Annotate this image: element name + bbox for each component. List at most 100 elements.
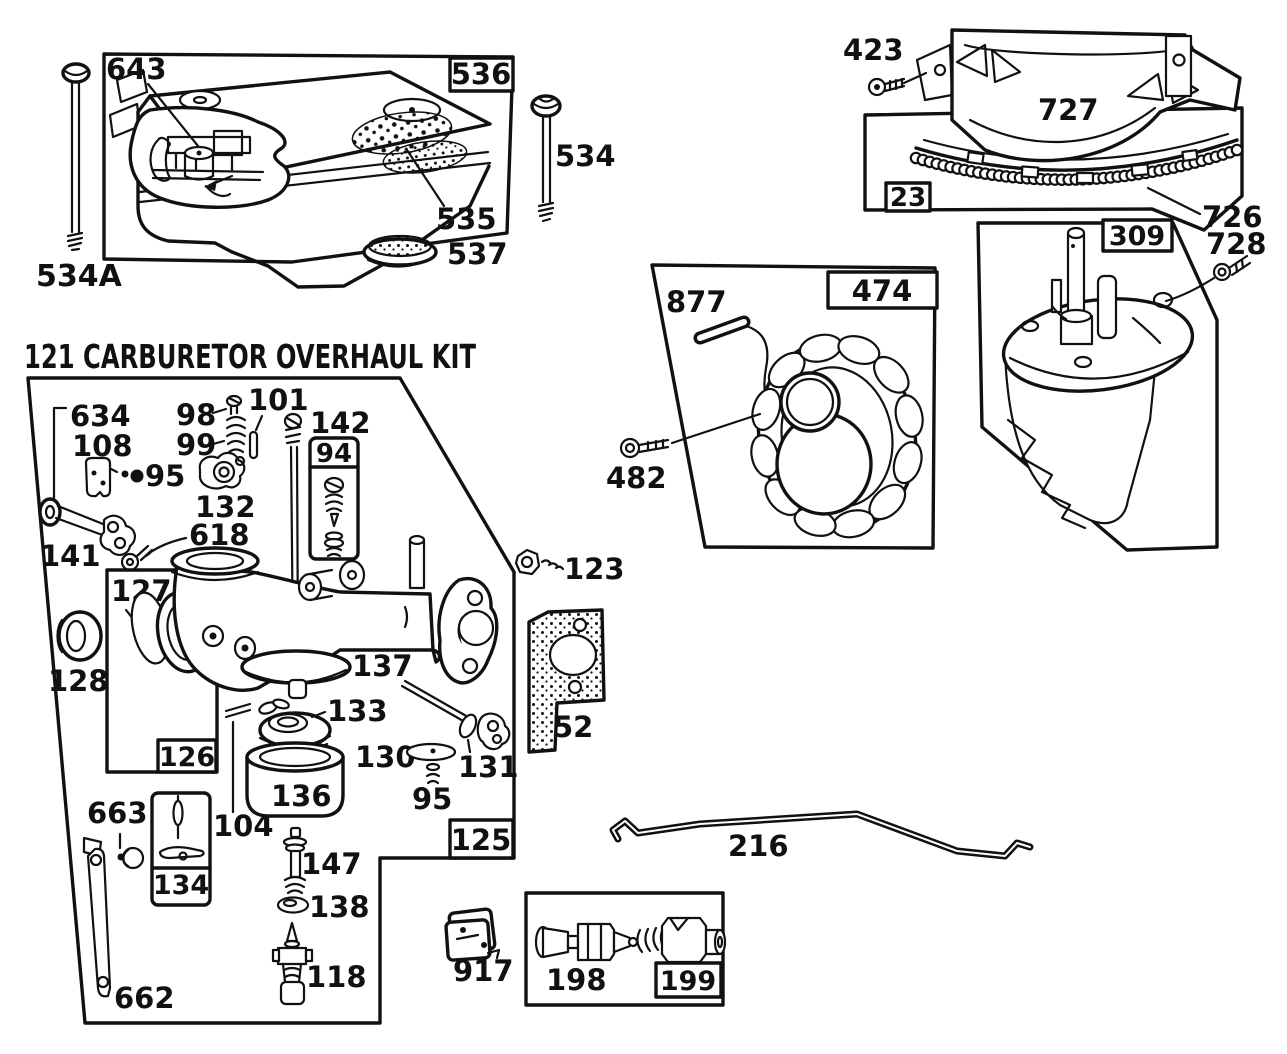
part-label-141: 141: [40, 539, 101, 573]
part-label-95-lower: 95: [412, 782, 452, 816]
part-label-534: 534: [555, 139, 616, 173]
bolt-534a: [61, 62, 91, 252]
part-662-link: [82, 836, 112, 998]
part-label-137: 137: [352, 649, 413, 683]
screw-423: [867, 71, 928, 97]
part-99-spring: [211, 415, 247, 454]
part-label-199: 199: [660, 966, 716, 997]
part-95-ball: [109, 467, 144, 483]
part-216-rod: [609, 810, 1034, 860]
leader-634: [52, 406, 68, 502]
part-618-screw: [120, 536, 188, 572]
part-label-128: 128: [48, 664, 109, 698]
part-131: [400, 679, 511, 754]
carburetor-body: [170, 534, 499, 719]
kit-title: 121 CARBURETOR OVERHAUL KIT: [24, 337, 476, 376]
part-133: [258, 698, 332, 755]
fuel-tank-assembly: 536 643 535 537 534A 534: [36, 52, 616, 294]
carburetor-kit: 121 CARBURETOR OVERHAUL KIT 634 108 98 9…: [24, 337, 519, 1025]
part-label-125: 125: [451, 823, 512, 857]
stator-panel: [650, 263, 937, 550]
part-123-nut: [514, 548, 565, 576]
part-label-52: 52: [553, 710, 593, 744]
part-label-133: 133: [327, 694, 388, 728]
part-label-118: 118: [306, 960, 367, 994]
blower-housing-assembly: 727 23 423 726 728: [843, 28, 1267, 261]
fuel-tank: [108, 68, 492, 289]
starter-shaft: [1059, 226, 1094, 346]
starter-bracket-assembly: 309: [976, 218, 1252, 552]
part-label-482: 482: [606, 461, 667, 495]
part-198-needle: [534, 922, 639, 962]
part-label-309: 309: [1109, 221, 1165, 252]
part-label-130: 130: [355, 740, 416, 774]
leader-726: [1146, 186, 1202, 216]
tank-pickup-detail: [128, 105, 291, 209]
part-label-123: 123: [564, 552, 625, 586]
part-663: [117, 832, 145, 870]
part-label-142: 142: [310, 406, 371, 440]
ref-box-309: 309: [1101, 218, 1174, 253]
part-label-917: 917: [453, 954, 514, 988]
part-label-877: 877: [666, 285, 727, 319]
part-label-728: 728: [1206, 227, 1267, 261]
part-label-618: 618: [189, 518, 250, 552]
part-label-132: 132: [195, 490, 256, 524]
ref-box-125: 125: [448, 818, 515, 860]
part-label-727: 727: [1038, 93, 1099, 127]
part-label-95-upper: 95: [145, 459, 185, 493]
part-101-pin: [248, 414, 264, 460]
part-label-131: 131: [458, 750, 519, 784]
part-label-101: 101: [248, 383, 309, 417]
flywheel-panel-23: [863, 106, 1244, 232]
part-95-washer: [425, 762, 441, 785]
part-label-134: 134: [153, 870, 209, 901]
bracket-body: [1003, 350, 1157, 525]
stator-ring: [750, 333, 924, 539]
part-98-screw: [211, 394, 243, 416]
ref-box-474: 474: [826, 270, 939, 310]
part-label-535: 535: [436, 202, 497, 236]
part-label-534a: 534A: [36, 259, 123, 294]
part-spring: [636, 926, 667, 954]
ref-box-23: 23: [884, 181, 932, 213]
ref-box-199: 199: [654, 961, 723, 999]
part-136-bowl: 136: [245, 741, 345, 818]
part-52-gasket: [527, 608, 606, 754]
part-141-pin: [38, 497, 136, 556]
part-138-washer: [276, 896, 310, 914]
ref-box-126: 126: [156, 738, 218, 774]
part-label-216: 216: [728, 829, 789, 863]
part-label-726: 726: [1202, 200, 1263, 234]
part-label-423: 423: [843, 33, 904, 67]
ref-box-94: 94: [308, 436, 360, 561]
kit-boundary: [26, 376, 516, 1025]
part-128: [56, 610, 103, 662]
mounting-plate: [1001, 297, 1195, 393]
part-label-643: 643: [106, 52, 167, 86]
part-label-104: 104: [213, 809, 274, 843]
part-132: [198, 451, 246, 490]
stator-assembly: 474 877 482: [606, 263, 939, 550]
part-130-diaphragm: [405, 742, 457, 762]
tank-screen: [351, 111, 468, 174]
bolt-534: [530, 94, 562, 223]
leader-643: [146, 82, 200, 148]
part-147-valve: [282, 826, 308, 895]
part-label-138: 138: [309, 890, 370, 924]
part-label-98: 98: [176, 398, 216, 432]
part-label-663: 663: [87, 796, 148, 830]
leader-535: [405, 148, 446, 208]
part-label-136: 136: [271, 779, 332, 813]
part-label-474: 474: [852, 274, 913, 308]
part-label-634: 634: [70, 399, 131, 433]
part-label-198: 198: [546, 963, 607, 997]
blower-shroud-727: [915, 28, 1242, 163]
part-118-needle: [271, 921, 314, 1006]
part-label-94: 94: [316, 439, 352, 469]
fuel-cap-537: [362, 234, 438, 268]
screw-728: [1164, 254, 1252, 303]
ref-box-536: 536: [448, 56, 515, 93]
